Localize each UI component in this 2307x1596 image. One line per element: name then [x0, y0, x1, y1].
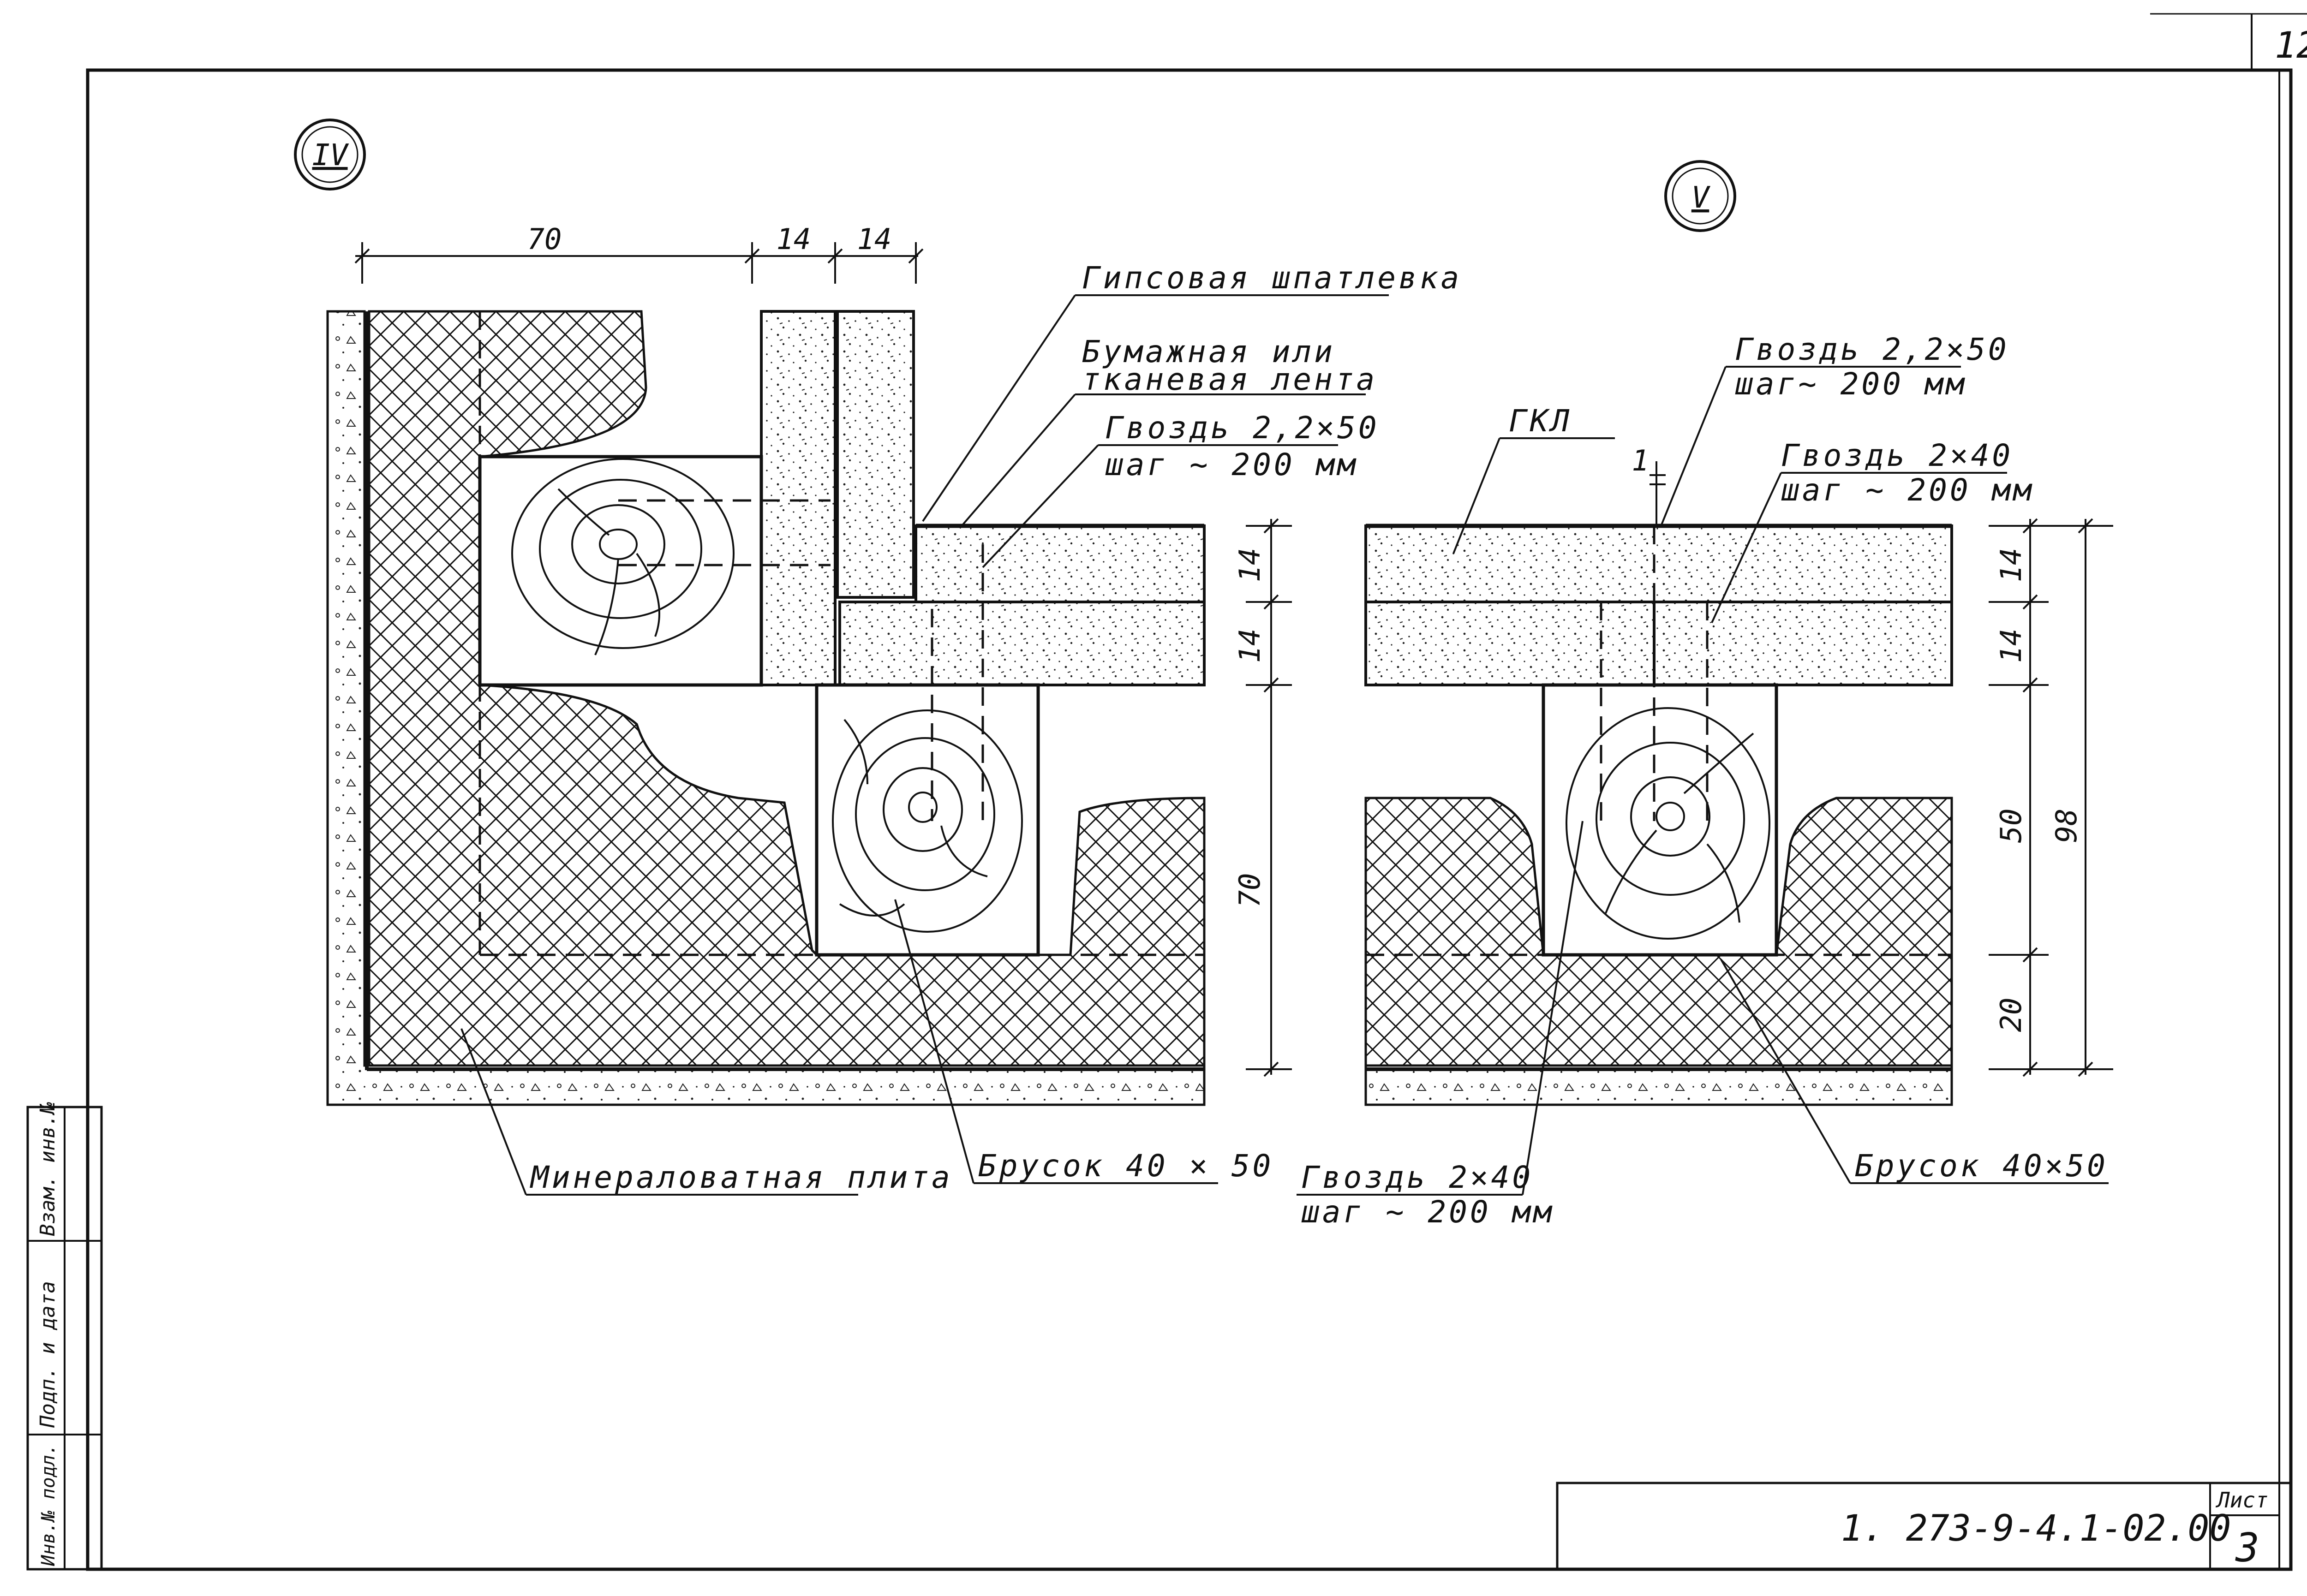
detail-iv-dim-14-right-b: 14 [1233, 629, 1267, 663]
corner-number: 12 [2275, 25, 2307, 66]
stamp-sign-date: Подп. и дата [36, 1281, 60, 1428]
detail-v-gkl-top [1364, 524, 1953, 603]
detail-iv-label-paper-tape-1: Бумажная или [1082, 334, 1335, 369]
detail-v-label-nail-3-step: шаг ~ 200 мм [1301, 1194, 1554, 1230]
detail-v-mineral-wool [1364, 797, 1953, 1067]
detail-iv-gkl-vertical-1 [760, 310, 837, 686]
detail-iv-leaders [460, 294, 1389, 1196]
detail-iv-dim-14-b: 14 [857, 222, 892, 256]
sheet-frame [86, 13, 2307, 1571]
detail-v-wood-grain [1566, 707, 1770, 940]
detail-v-marker-text: V [1691, 181, 1711, 215]
detail-v-concrete-floor [1364, 1064, 1953, 1106]
detail-v-gap-dimension [1650, 461, 1666, 526]
detail-v-label-nail-2: Гвоздь 2×40 [1781, 438, 2013, 473]
detail-iv-wood-block-1 [478, 455, 763, 687]
detail-iv-gkl-horizontal-2 [838, 601, 1206, 686]
detail-v-label-wood-block: Брусок 40×50 [1855, 1148, 2108, 1184]
detail-iv-label-gypsum-putty: Гипсовая шпатлевка [1082, 260, 1462, 296]
detail-v-label-nail-1: Гвоздь 2,2×50 [1735, 332, 2009, 367]
detail-v-label-nail-2-step: шаг ~ 200 мм [1781, 472, 2034, 508]
detail-iv-label-paper-tape-2: тканевая лента [1082, 362, 1377, 397]
title-block [1556, 1482, 2292, 1571]
sheet-number: 3 [2235, 1525, 2259, 1571]
detail-iv-label-nail: Гвоздь 2,2×50 [1105, 410, 1380, 446]
detail-iv-gkl-vertical-2 [836, 310, 915, 599]
detail-iv-label-nail-step: шаг ~ 200 мм [1105, 447, 1358, 482]
detail-iv-wood-block-2 [815, 683, 1040, 957]
detail-v-leaders [1297, 366, 2109, 1196]
detail-iv-right-dimension [1246, 518, 1292, 1077]
detail-v-dim-14-a: 14 [1994, 548, 2028, 583]
detail-v-dim-20: 20 [1994, 998, 2028, 1032]
detail-v-label-nail-1-step: шаг~ 200 мм [1735, 366, 1967, 402]
detail-v-dim-98: 98 [2050, 809, 2083, 843]
detail-iv-hidden-lines [478, 311, 1204, 956]
detail-iv-wood-grain-1 [511, 458, 735, 655]
detail-iv-dim-70-top: 70 [527, 222, 562, 256]
detail-v-marker [1664, 160, 1736, 232]
stamp-inv-original: Инв.№ подл. [38, 1444, 59, 1566]
detail-iv-gkl-horizontal-1 [914, 524, 1206, 603]
detail-iv-marker [294, 119, 366, 191]
detail-iv-dim-14-a: 14 [777, 222, 811, 256]
detail-v-dim-14-b: 14 [1994, 629, 2028, 663]
detail-iv-top-dimension [354, 242, 924, 284]
sheet-label: Лист [2215, 1488, 2268, 1513]
detail-v-wood-block [1542, 683, 1778, 957]
detail-iv-dim-70-right: 70 [1233, 873, 1267, 908]
detail-iv-marker-text: IV [312, 138, 349, 173]
detail-iv-label-mineral-wool: Минераловатная плита [530, 1160, 953, 1195]
detail-iv-dim-14-right-a: 14 [1233, 548, 1267, 583]
detail-v-right-dimensions [1989, 518, 2113, 1077]
stamp-replace-inv: Взам. инв.№ [36, 1102, 60, 1236]
document-code: 1. 273-9-4.1-02.00 [1841, 1508, 2231, 1549]
detail-v-gkl-bottom [1364, 601, 1953, 686]
detail-iv-mineral-wool [368, 310, 1206, 1067]
detail-v-label-gkl: ГКЛ [1509, 403, 1572, 439]
detail-v-dim-gap: 1 [1632, 444, 1649, 477]
side-stamp [26, 1106, 103, 1571]
detail-v-label-nail-3: Гвоздь 2×40 [1301, 1160, 1533, 1195]
detail-v-dim-50: 50 [1994, 809, 2028, 843]
detail-iv-label-wood-block: Брусок 40 × 50 [978, 1148, 1273, 1184]
detail-v-hidden-lines [1366, 526, 1952, 956]
